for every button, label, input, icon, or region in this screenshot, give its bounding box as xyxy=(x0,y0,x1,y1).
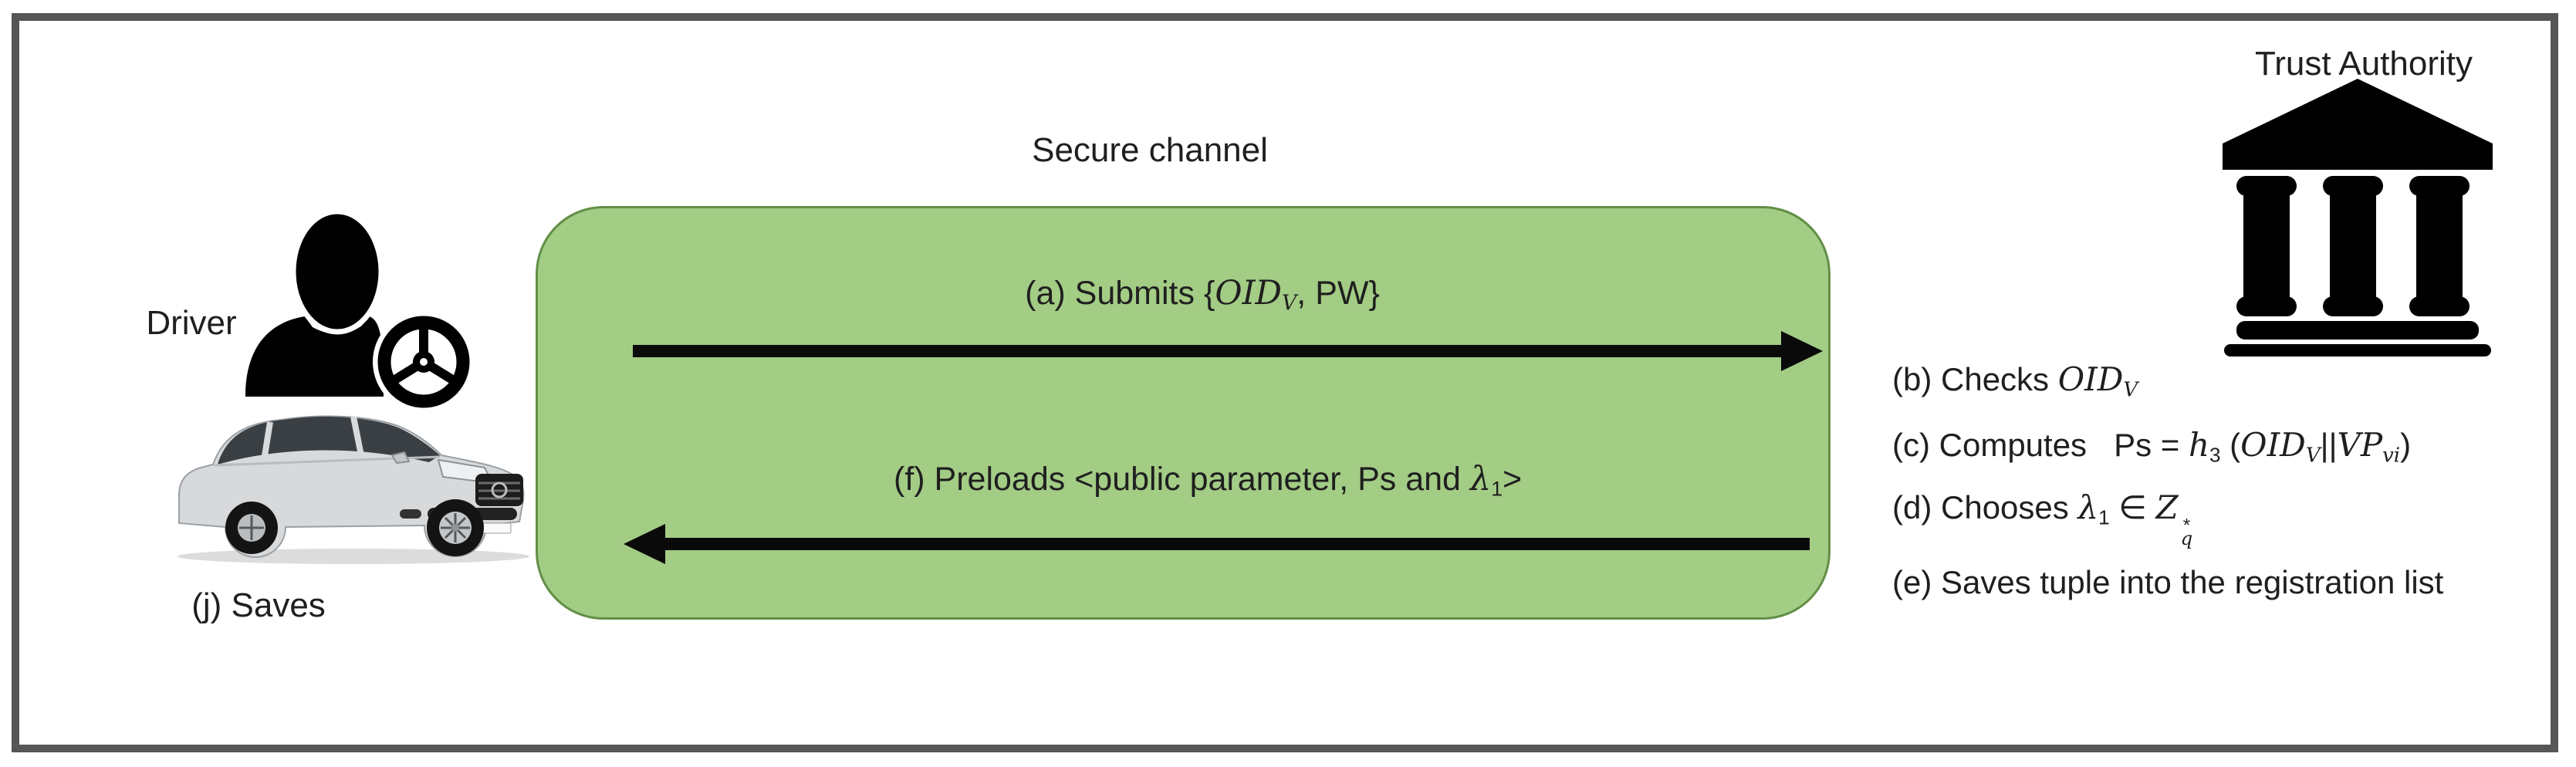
ta-step-d: (d) Chooses λ1 ∈ Z*q xyxy=(1892,488,2193,549)
bank-building-icon xyxy=(2223,79,2493,356)
secure-channel-box xyxy=(536,206,1831,620)
arrow-line xyxy=(633,345,1784,357)
driver-label: Driver xyxy=(146,304,237,342)
arrow-head-right-icon xyxy=(1781,331,1823,371)
sedan-car-image xyxy=(177,415,529,564)
ta-step-b: (b) Checks OIDV xyxy=(1892,360,2138,402)
driver-save-note: (j) Saves xyxy=(191,586,326,624)
ta-step-e: (e) Saves tuple into the registration li… xyxy=(1892,564,2444,600)
secure-channel-label: Secure channel xyxy=(1032,131,1268,169)
arrow-head-left-icon xyxy=(624,524,665,564)
trust-authority-label: Trust Authority xyxy=(2254,45,2473,83)
steering-wheel-icon xyxy=(373,311,475,413)
message-label-f: (f) Preloads <public parameter, Ps and λ… xyxy=(894,460,1522,501)
message-label-a: (a) Submits {OIDV, PW} xyxy=(1025,274,1380,316)
person-silhouette-icon xyxy=(245,210,384,397)
arrow-line xyxy=(664,538,1810,550)
ta-step-c: (c) Computes Ps = h3 (OIDV||VPvi) xyxy=(1892,426,2412,468)
